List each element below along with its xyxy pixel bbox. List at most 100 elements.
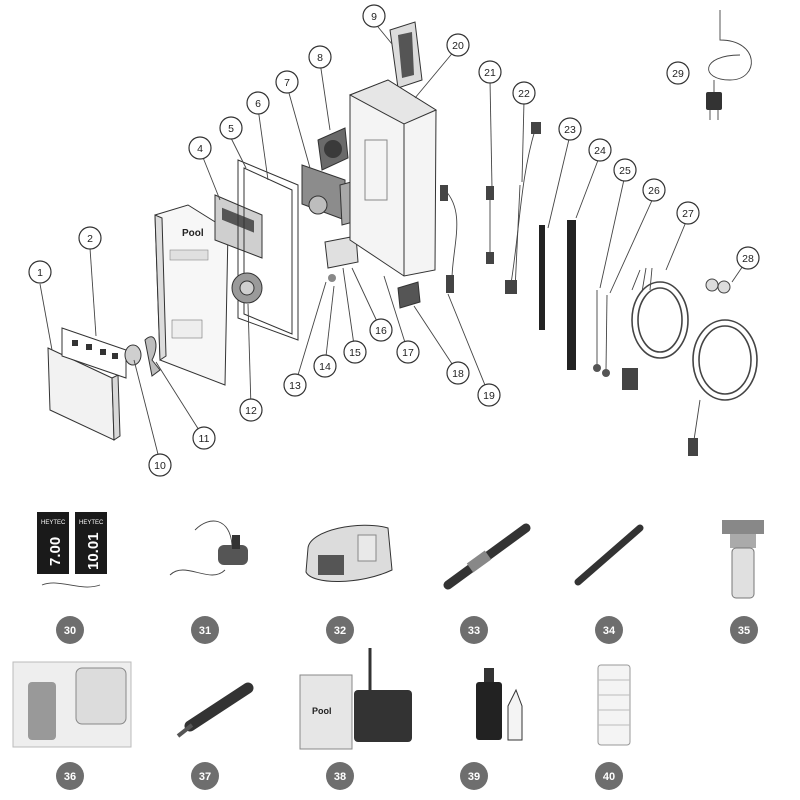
callout-25: 25 (613, 158, 637, 182)
callout-23: 23 (558, 117, 582, 141)
callout-17: 17 (396, 340, 420, 364)
callout-label: 4 (197, 143, 203, 155)
accessory-reagent-packs: HEYTEC HEYTEC 7.00 10.01 (37, 512, 107, 588)
accessory-filter-panel (12, 661, 132, 748)
callout-10: 10 (148, 453, 172, 477)
callout-1: 1 (28, 260, 52, 284)
badge-group: 30 31 32 33 34 35 36 37 38 39 40 (56, 616, 758, 790)
badge-34: 34 (595, 616, 623, 644)
callout-21: 21 (478, 60, 502, 84)
accessory-filter-1 (722, 520, 764, 599)
part-bracket (389, 21, 423, 89)
badge-label: 35 (738, 625, 750, 637)
badge-35: 35 (730, 616, 758, 644)
callout-label: 27 (682, 208, 694, 220)
callout-29: 29 (666, 61, 690, 85)
callout-11: 11 (192, 426, 216, 450)
front-panel-brand: Pool (182, 228, 204, 239)
callout-19: 19 (477, 383, 501, 407)
callout-label: 6 (255, 98, 261, 110)
part-pump-motor (231, 272, 263, 304)
accessory-filter-cartridge (597, 664, 631, 746)
callout-5: 5 (219, 116, 243, 140)
accessory-pipe-clamp (169, 520, 248, 576)
callout-16: 16 (369, 318, 393, 342)
callout-label: 7 (284, 77, 290, 89)
callout-24: 24 (588, 138, 612, 162)
badge-label: 40 (603, 771, 615, 783)
callout-label: 10 (154, 460, 166, 472)
callout-14: 14 (313, 354, 337, 378)
callout-label: 13 (289, 380, 301, 392)
badge-label: 38 (334, 771, 346, 783)
callout-label: 21 (484, 67, 496, 79)
callout-label: 24 (594, 145, 606, 157)
accessory-probe-1 (443, 523, 531, 590)
callout-8: 8 (308, 45, 332, 69)
part-front-cover (47, 347, 121, 441)
badge-31: 31 (191, 616, 219, 644)
callout-label: 25 (619, 165, 631, 177)
callout-12: 12 (239, 398, 263, 422)
callout-9: 9 (362, 4, 386, 28)
accessory-salt-cell (305, 524, 393, 582)
callout-22: 22 (512, 81, 536, 105)
callout-label: 18 (452, 368, 464, 380)
accessory-probe-2 (574, 524, 644, 586)
badge-label: 37 (199, 771, 211, 783)
callout-label: 8 (317, 52, 323, 64)
part-fittings (124, 336, 161, 377)
callout-label: 19 (483, 390, 495, 402)
callout-label: 28 (742, 253, 754, 265)
callout-label: 15 (349, 347, 361, 359)
accessory-probe-3 (176, 682, 254, 738)
badge-label: 32 (334, 625, 346, 637)
callout-27: 27 (676, 201, 700, 225)
badge-label: 34 (603, 625, 616, 637)
part-connector (397, 185, 458, 309)
callout-26: 26 (642, 178, 666, 202)
callout-group: 1245678910111213141516171819202122232425… (28, 4, 760, 477)
reagent-pack-brand: HEYTEC (41, 520, 66, 526)
callout-label: 1 (37, 267, 43, 279)
callout-label: 23 (564, 124, 576, 136)
part-rear-housing (348, 79, 438, 277)
part-ribbon-cables (539, 220, 576, 370)
badge-39: 39 (460, 762, 488, 790)
part-fan (317, 127, 349, 171)
badge-33: 33 (460, 616, 488, 644)
callout-6: 6 (246, 91, 270, 115)
callout-label: 11 (199, 433, 210, 445)
badge-label: 39 (468, 771, 480, 783)
part-power-cable (622, 267, 689, 390)
badge-label: 36 (64, 771, 76, 783)
callout-label: 12 (245, 405, 257, 417)
part-sensor-cable (688, 278, 758, 456)
controller-brand: Pool (312, 706, 332, 716)
callout-label: 26 (648, 185, 660, 197)
callout-label: 9 (371, 11, 377, 23)
accessory-controller: Pool (299, 648, 412, 750)
callout-4: 4 (188, 136, 212, 160)
callout-label: 16 (375, 325, 387, 337)
badge-36: 36 (56, 762, 84, 790)
callout-20: 20 (446, 33, 470, 57)
callout-label: 5 (228, 123, 234, 135)
badge-40: 40 (595, 762, 623, 790)
part-power-adapter (706, 10, 752, 120)
badge-label: 30 (64, 625, 76, 637)
accessory-reagent-bottle (476, 668, 523, 741)
part-keypad-label (61, 327, 127, 379)
badge-38: 38 (326, 762, 354, 790)
callout-label: 17 (402, 347, 414, 359)
part-cable-looms (486, 122, 541, 294)
reagent-pack-label-2: 10.01 (85, 532, 102, 570)
callout-label: 29 (672, 68, 684, 80)
part-relay-board (301, 164, 346, 221)
badge-label: 33 (468, 625, 480, 637)
part-probe-cables (593, 290, 610, 377)
badge-37: 37 (191, 762, 219, 790)
callout-7: 7 (275, 70, 299, 94)
callout-13: 13 (283, 373, 307, 397)
